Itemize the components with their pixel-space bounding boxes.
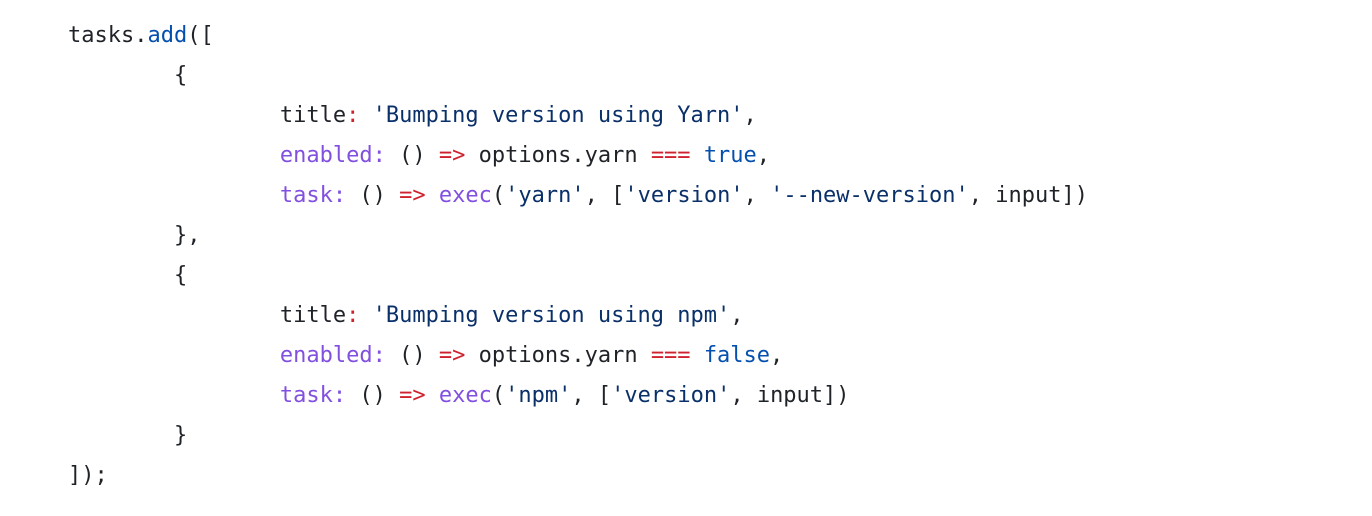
- code-text: , [: [584, 183, 625, 208]
- code-line: tasks.add([: [68, 16, 1088, 56]
- property-key: task: [279, 183, 333, 208]
- code-line: title: 'Bumping version using npm',: [68, 296, 1088, 336]
- code-text: {: [68, 63, 188, 88]
- code-line: title: 'Bumping version using Yarn',: [68, 96, 1088, 136]
- code-text: tasks.: [68, 23, 148, 48]
- property-key: enabled: [279, 343, 373, 368]
- property-key: :: [332, 383, 347, 408]
- code-text: , [: [571, 383, 612, 408]
- code-text: title: [68, 303, 347, 328]
- code-text: , input]): [730, 383, 850, 408]
- operator-token: :: [346, 103, 360, 128]
- code-text: [426, 383, 439, 408]
- operator-token: ===: [650, 343, 691, 368]
- operator-token: ===: [650, 143, 691, 168]
- code-block: tasks.add([ { title: 'Bumping version us…: [68, 16, 1088, 496]
- code-text: (): [385, 143, 439, 168]
- code-text: title: [68, 103, 347, 128]
- function-name: exec: [438, 183, 492, 208]
- code-line: enabled: () => options.yarn === true,: [68, 136, 1088, 176]
- code-text: ,: [730, 303, 744, 328]
- property-key: :: [372, 343, 386, 368]
- code-text: [68, 183, 280, 208]
- code-text: ,: [770, 343, 784, 368]
- code-text: [68, 383, 280, 408]
- constant-token: false: [703, 343, 771, 368]
- code-line: task: () => exec('yarn', ['version', '--…: [68, 176, 1088, 216]
- code-text: ,: [743, 103, 757, 128]
- constant-token: add: [147, 23, 188, 48]
- code-line: {: [68, 56, 1088, 96]
- string-literal: 'version': [611, 383, 731, 408]
- code-line: ]);: [68, 456, 1088, 496]
- code-line: task: () => exec('npm', ['version', inpu…: [68, 376, 1088, 416]
- string-literal: 'Bumping version using npm': [372, 303, 731, 328]
- code-text: (): [385, 343, 439, 368]
- code-text: options.yarn: [465, 343, 651, 368]
- function-name: exec: [438, 383, 492, 408]
- code-text: ([: [187, 23, 214, 48]
- operator-token: =>: [438, 143, 466, 168]
- constant-token: true: [703, 143, 757, 168]
- code-line: },: [68, 216, 1088, 256]
- code-text: [691, 143, 704, 168]
- property-key: :: [372, 143, 386, 168]
- code-line: enabled: () => options.yarn === false,: [68, 336, 1088, 376]
- code-text: (: [491, 383, 506, 408]
- string-literal: '--new-version': [770, 183, 969, 208]
- operator-token: =>: [399, 183, 426, 208]
- code-text: (): [346, 183, 400, 208]
- property-key: task: [279, 383, 333, 408]
- code-text: [68, 143, 280, 168]
- code-text: (): [346, 383, 400, 408]
- string-literal: 'version': [624, 183, 744, 208]
- code-text: , input]): [968, 183, 1088, 208]
- code-text: {: [68, 263, 188, 288]
- code-text: }: [68, 423, 188, 448]
- operator-token: =>: [438, 343, 466, 368]
- code-text: [691, 343, 704, 368]
- code-text: (: [491, 183, 506, 208]
- code-text: ,: [743, 183, 771, 208]
- code-text: },: [68, 223, 201, 248]
- code-text: ,: [756, 143, 771, 168]
- code-text: options.yarn: [465, 143, 651, 168]
- code-text: [68, 343, 280, 368]
- operator-token: =>: [399, 383, 426, 408]
- property-key: enabled: [279, 143, 373, 168]
- string-literal: 'Bumping version using Yarn': [372, 103, 744, 128]
- code-line: {: [68, 256, 1088, 296]
- string-literal: 'yarn': [505, 183, 585, 208]
- code-text: ]);: [68, 463, 108, 488]
- operator-token: :: [346, 303, 360, 328]
- string-literal: 'npm': [505, 383, 572, 408]
- code-text: [426, 183, 439, 208]
- code-text: [359, 303, 372, 328]
- property-key: :: [332, 183, 347, 208]
- code-text: [359, 103, 372, 128]
- code-line: }: [68, 416, 1088, 456]
